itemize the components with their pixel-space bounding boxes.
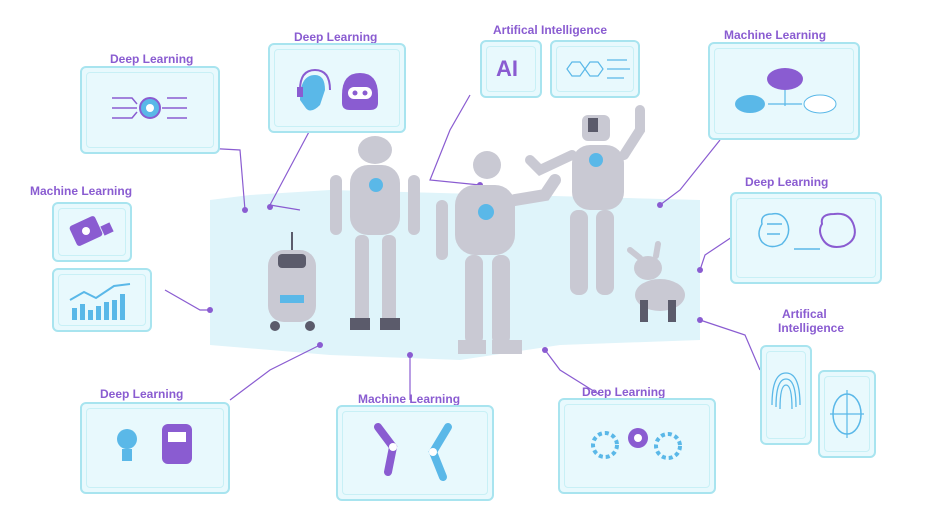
panel-bar-chart bbox=[52, 268, 152, 332]
panel-chip bbox=[52, 202, 132, 262]
label-deep-learning-bottom-left: Deep Learning bbox=[100, 387, 184, 401]
label-machine-learning-bottom-center: Machine Learning bbox=[358, 392, 461, 406]
panel-circuit-hex bbox=[550, 40, 640, 98]
label-deep-learning-top-center: Deep Learning bbox=[294, 30, 378, 44]
label-ai-right-line2: Intelligence bbox=[778, 321, 845, 335]
panel-ai-badge: AI bbox=[480, 40, 542, 98]
panel-gears bbox=[558, 398, 716, 494]
panel-fingerprint bbox=[760, 345, 812, 445]
panel-eye-circuit bbox=[80, 66, 220, 154]
center-robot bbox=[436, 151, 561, 354]
label-ai-right-line1: Artifical bbox=[782, 307, 827, 321]
label-machine-learning-left: Machine Learning bbox=[30, 184, 133, 198]
small-robot bbox=[268, 232, 316, 331]
tall-robot bbox=[330, 136, 420, 330]
panel-robotic-arms bbox=[336, 405, 494, 501]
panel-headset-robot bbox=[268, 43, 406, 133]
panel-cloud-network bbox=[708, 42, 860, 140]
label-machine-learning-top-right: Machine Learning bbox=[724, 28, 827, 42]
panel-brain bbox=[730, 192, 882, 284]
waving-robot bbox=[525, 105, 645, 295]
panel-lightbulb bbox=[80, 402, 230, 494]
label-ai-top: Artifical Intelligence bbox=[493, 23, 608, 37]
label-deep-learning-right: Deep Learning bbox=[745, 175, 829, 189]
panel-target bbox=[818, 370, 876, 458]
label-deep-learning-bottom-right: Deep Learning bbox=[582, 385, 666, 399]
robot-dog bbox=[627, 241, 685, 322]
label-deep-learning-top-left: Deep Learning bbox=[110, 52, 194, 66]
